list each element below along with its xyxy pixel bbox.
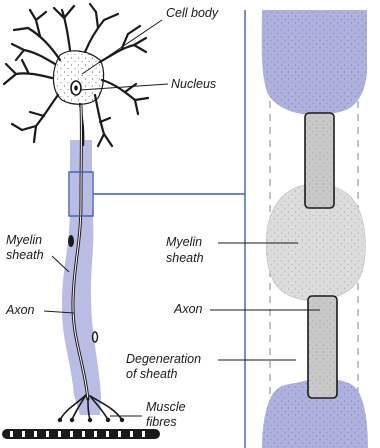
- cell-body: [53, 51, 103, 104]
- label-nucleus: Nucleus: [171, 77, 216, 91]
- zoom-connector: [93, 10, 245, 448]
- label-degeneration-line1: Degeneration: [126, 352, 201, 366]
- zoomed-axon-section: [262, 10, 368, 448]
- label-degeneration-line2: of sheath: [126, 367, 177, 381]
- label-cell-body: Cell body: [166, 6, 218, 20]
- label-muscle-fibres-line2: fibres: [146, 415, 177, 429]
- label-myelin-sheath-right-line2: sheath: [166, 251, 204, 265]
- label-muscle-fibres-line1: Muscle: [146, 400, 186, 414]
- label-myelin-sheath-line1: Myelin: [6, 233, 42, 247]
- schwann-nucleus: [68, 235, 74, 247]
- label-myelin-sheath-right-line1: Myelin: [166, 235, 202, 249]
- muscle-fibres: [2, 429, 160, 439]
- label-axon-left: Axon: [6, 303, 35, 317]
- label-myelin-sheath-line2: sheath: [6, 248, 44, 262]
- label-axon-right: Axon: [174, 302, 203, 316]
